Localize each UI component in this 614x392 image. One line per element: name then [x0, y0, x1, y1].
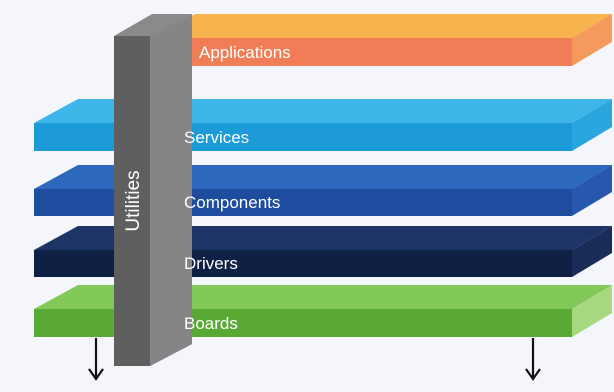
layer-applications-front [150, 38, 572, 66]
layer-services-label: Services [184, 128, 249, 147]
layer-components-label: Components [184, 193, 280, 212]
layer-boards-label: Boards [184, 314, 238, 333]
layer-applications-top [150, 14, 612, 38]
layer-boards-side [572, 285, 612, 337]
layer-applications-label: Applications [199, 43, 291, 62]
layer-applications-side [572, 14, 612, 66]
utilities-pillar-front-overlay [114, 96, 150, 366]
utilities-pillar-side-overlay [150, 74, 192, 366]
utilities-label-overlay: Utilities [123, 170, 144, 231]
down-arrow-right [525, 338, 541, 381]
layer-drivers-label: Drivers [184, 254, 238, 273]
down-arrow-left [88, 338, 104, 381]
layer-applications [150, 14, 612, 66]
layer-drivers-side [572, 226, 612, 277]
utilities-pillar-overlay: Utilities [114, 74, 192, 366]
layer-components-side [572, 165, 612, 216]
utilities-pillar-top [114, 14, 192, 36]
layer-services-side [572, 99, 612, 151]
